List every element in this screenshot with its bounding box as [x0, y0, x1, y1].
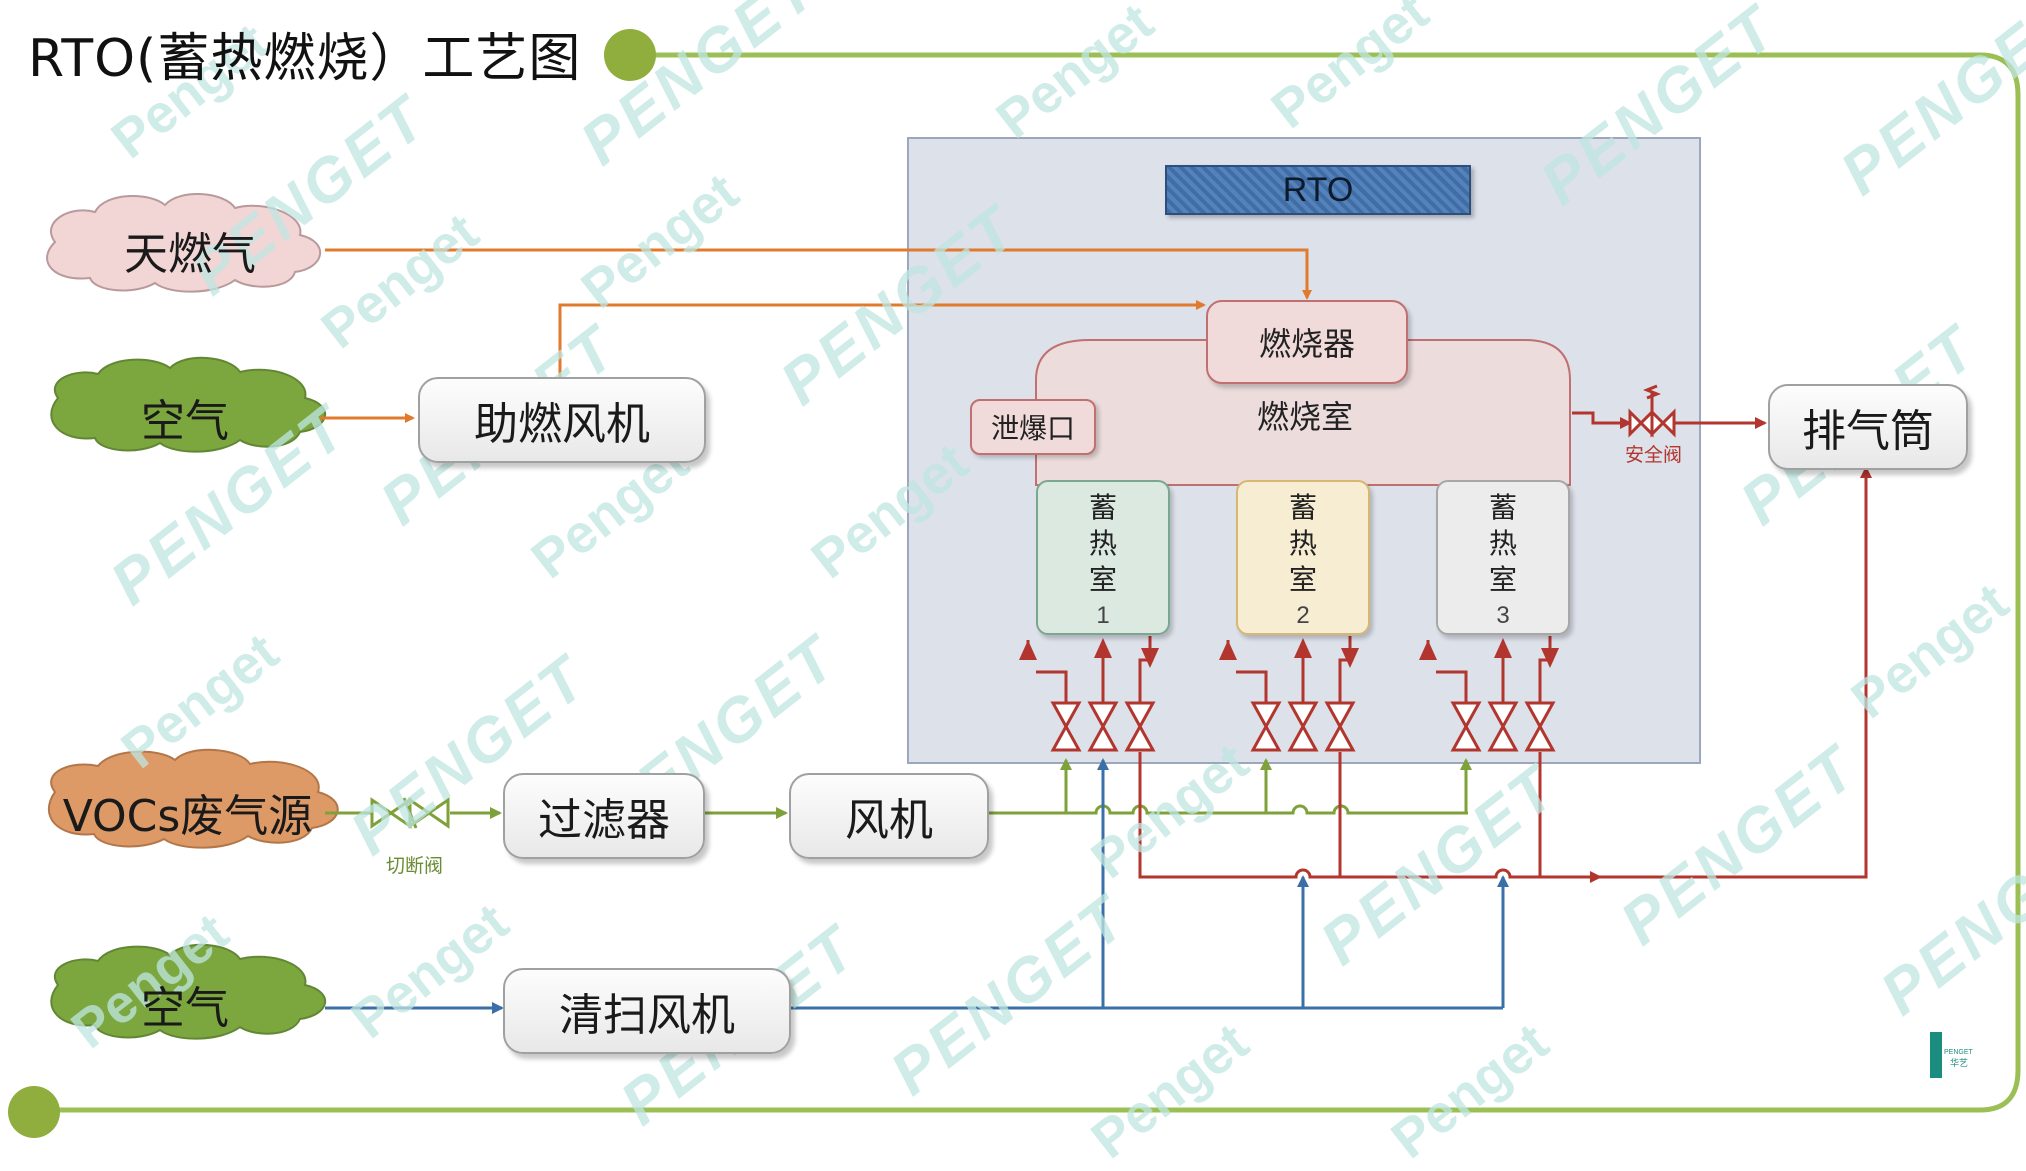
- regenerator-char: 室: [1488, 563, 1517, 596]
- exhaust-line: [1138, 411, 1872, 883]
- valve-icon: [1324, 701, 1356, 752]
- natural-gas-label: 天燃气: [124, 229, 256, 280]
- valve-icon: [1487, 701, 1519, 752]
- purge-line: [325, 758, 1509, 1014]
- valve-pipe: [1436, 670, 1468, 703]
- gas-supply-line: [325, 248, 1312, 300]
- flow-arrow-icon: [1341, 648, 1359, 668]
- safety-valve-icon: [1628, 384, 1676, 438]
- purge-fan-box: 清扫风机: [503, 968, 791, 1054]
- burner-box: 燃烧器: [1206, 300, 1408, 384]
- valve-icon: [1124, 701, 1156, 752]
- regenerator-1: 蓄 热 室 1: [1036, 480, 1170, 635]
- regenerator-valves: [1019, 636, 1559, 752]
- vocs-label: VOCs废气源: [62, 791, 313, 842]
- slide-frame: [8, 29, 2021, 1138]
- safety-valve-label: 安全阀: [1625, 444, 1683, 466]
- fan-to-burner-line: [558, 300, 1206, 377]
- valve-icon: [1287, 701, 1319, 752]
- process-diagram: Penget PENGET Penget Penget PENGET PENGE…: [8, 0, 2026, 1170]
- regenerator-number: 2: [1296, 602, 1310, 629]
- regenerator-char: 蓄: [1288, 491, 1317, 524]
- regenerator-char: 室: [1288, 563, 1317, 596]
- flow-arrow-icon: [1094, 638, 1112, 658]
- explosion-vent-box: 泄爆口: [970, 399, 1096, 455]
- cloud-vocs: [48, 748, 339, 849]
- regenerator-char: 室: [1088, 563, 1117, 596]
- cloud-air-bottom: [50, 943, 326, 1040]
- logo-text: PENGET: [1944, 1049, 1974, 1056]
- shutoff-valve-icon: [370, 797, 450, 829]
- valve-icon: [1050, 701, 1082, 752]
- company-logo-icon: PENGET 华艺: [1930, 1032, 1978, 1078]
- frame-dot-bottom: [8, 1086, 60, 1138]
- combustion-chamber-label: 燃烧室: [1256, 398, 1353, 436]
- page-title: RTO(蓄热燃烧）工艺图: [28, 29, 582, 89]
- regenerator-char: 蓄: [1088, 491, 1117, 524]
- valve-icon: [1087, 701, 1119, 752]
- regenerator-3: 蓄 热 室 3: [1436, 480, 1570, 635]
- regenerator-char: 热: [1288, 527, 1317, 560]
- valve-icon: [1524, 701, 1556, 752]
- air-top-label: 空气: [141, 396, 229, 447]
- shutoff-valve-label: 切断阀: [386, 855, 444, 877]
- flow-arrow-icon: [1494, 638, 1512, 658]
- flow-arrow-icon: [1141, 648, 1159, 668]
- regenerator-char: 热: [1488, 527, 1517, 560]
- valve-icon: [1450, 701, 1482, 752]
- diagram-canvas: [8, 29, 2021, 1138]
- valve-pipe: [1036, 670, 1068, 703]
- flow-arrow-icon: [1541, 648, 1559, 668]
- combustion-fan-box: 助燃风机: [418, 377, 706, 463]
- fan-box: 风机: [789, 773, 989, 859]
- cloud-air-top: [50, 356, 326, 453]
- air-bottom-label: 空气: [141, 983, 229, 1034]
- frame-dot-top: [604, 29, 656, 81]
- cloud-natural-gas: [46, 193, 321, 293]
- vocs-line: [325, 758, 1472, 819]
- rto-title: RTO: [1165, 165, 1471, 215]
- regenerator-number: 3: [1496, 602, 1510, 629]
- valve-icon: [1250, 701, 1282, 752]
- regenerator-number: 1: [1096, 602, 1110, 629]
- logo-subtext: 华艺: [1950, 1057, 1968, 1069]
- regenerator-2: 蓄 热 室 2: [1236, 480, 1370, 635]
- filter-box: 过滤器: [503, 773, 705, 859]
- flow-arrow-icon: [1294, 638, 1312, 658]
- regenerator-char: 蓄: [1488, 491, 1517, 524]
- regenerator-char: 热: [1088, 527, 1117, 560]
- valve-pipe: [1236, 670, 1268, 703]
- stack-box: 排气筒: [1768, 384, 1968, 470]
